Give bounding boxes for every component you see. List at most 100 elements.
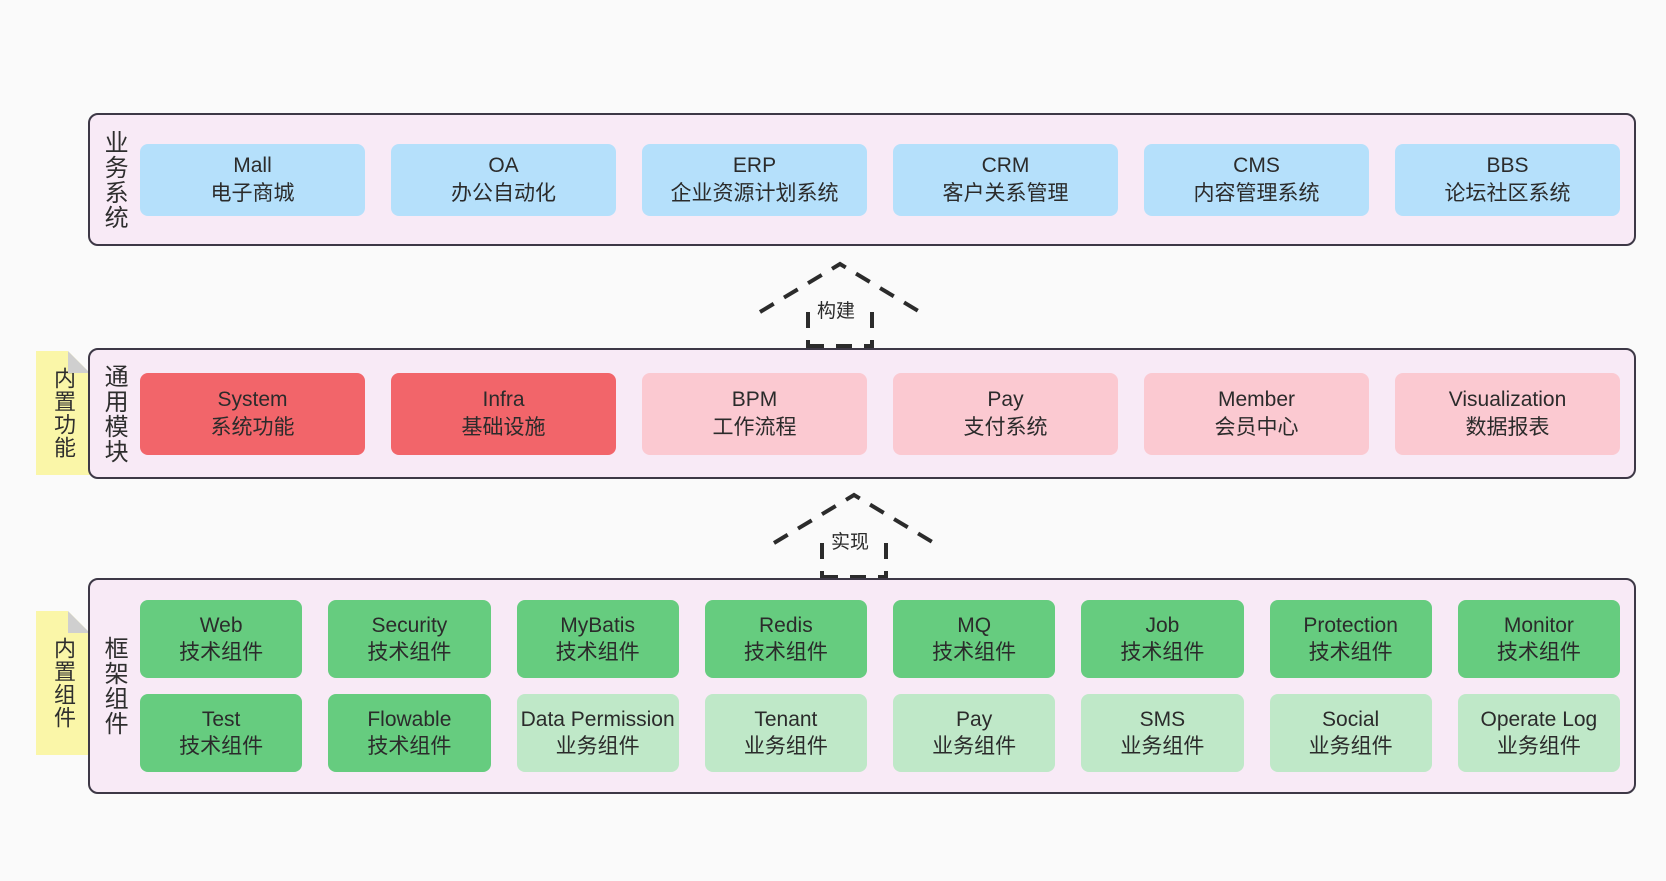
business-card-mall[interactable]: Mall 电子商城 [140,143,365,216]
component-card-flowable[interactable]: Flowable 技术组件 [328,694,491,772]
component-card-social[interactable]: Social 业务组件 [1269,694,1432,772]
card-subtitle: 业务组件 [1496,735,1581,758]
card-subtitle: 业务组件 [932,735,1017,758]
component-card-job[interactable]: Job 技术组件 [1081,600,1244,678]
component-card-pay[interactable]: Pay 业务组件 [893,694,1056,772]
card-title: Mall [233,154,272,178]
card-subtitle: 业务组件 [1120,735,1205,758]
layer-business-system: 业务系统 Mall 电子商城 OA 办公自动化 ERP 企业资源计划系统 CRM… [88,113,1636,246]
common-card-row: System 系统功能 Infra 基础设施 BPM 工作流程 Pay 支付系统… [140,372,1620,455]
card-subtitle: 企业资源计划系统 [670,181,839,205]
component-card-sms[interactable]: SMS 业务组件 [1081,694,1244,772]
connector-build: 构建 [752,256,932,348]
card-title: BPM [731,388,778,412]
card-subtitle: 业务组件 [555,735,640,758]
sticky-note-label: 内置功能 [50,367,76,459]
card-title: Test [201,707,241,731]
card-title: CRM [981,154,1030,178]
card-title: Visualization [1448,388,1567,412]
component-card-operate-log[interactable]: Operate Log 业务组件 [1457,694,1620,772]
card-subtitle: 技术组件 [179,641,264,664]
card-subtitle: 技术组件 [1120,641,1205,664]
business-card-bbs[interactable]: BBS 论坛社区系统 [1395,143,1620,216]
component-card-web[interactable]: Web 技术组件 [140,600,303,678]
card-subtitle: 客户关系管理 [942,181,1069,205]
card-title: Job [1145,613,1180,637]
layer-framework-component: 框架组件 Web 技术组件 Security 技术组件 MyBatis 技术组件… [88,578,1636,794]
module-card-member[interactable]: Member 会员中心 [1144,372,1369,455]
business-card-oa[interactable]: OA 办公自动化 [391,143,616,216]
framework-card-row-tech: Web 技术组件 Security 技术组件 MyBatis 技术组件 Redi… [140,600,1620,678]
module-card-system[interactable]: System 系统功能 [140,372,365,455]
card-subtitle: 技术组件 [367,641,452,664]
sticky-note-builtin-function: 内置功能 [36,351,90,475]
card-subtitle: 支付系统 [963,415,1048,439]
card-subtitle: 数据报表 [1465,415,1550,439]
card-title: BBS [1486,154,1529,178]
layer-title-framework-component: 框架组件 [100,636,128,736]
card-title: System [217,388,288,412]
card-subtitle: 工作流程 [712,415,797,439]
card-subtitle: 内容管理系统 [1193,181,1320,205]
card-subtitle: 技术组件 [367,735,452,758]
card-subtitle: 基础设施 [461,415,546,439]
card-title: Monitor [1503,613,1574,637]
card-title: Operate Log [1480,707,1598,731]
card-subtitle: 业务组件 [743,735,828,758]
component-card-data-permission[interactable]: Data Permission 业务组件 [516,694,679,772]
card-title: Data Permission [520,707,675,731]
sticky-note-builtin-component: 内置组件 [36,611,90,755]
card-title: Redis [759,613,813,637]
business-card-crm[interactable]: CRM 客户关系管理 [893,143,1118,216]
layer-body-common-module: System 系统功能 Infra 基础设施 BPM 工作流程 Pay 支付系统… [136,350,1634,477]
card-title: Tenant [754,707,818,731]
card-title: Flowable [367,707,452,731]
card-title: CMS [1233,154,1280,178]
dashed-generalization-arrow-icon [772,492,936,579]
component-card-test[interactable]: Test 技术组件 [140,694,303,772]
card-title: ERP [732,154,777,178]
folded-corner-icon [68,611,90,633]
card-title: SMS [1139,707,1186,731]
connector-build-label: 构建 [814,296,859,323]
card-title: Social [1322,707,1380,731]
connector-implement: 实现 [766,487,946,579]
component-card-security[interactable]: Security 技术组件 [328,600,491,678]
card-subtitle: 技术组件 [555,641,640,664]
layer-title-business-system: 业务系统 [100,129,128,230]
card-subtitle: 技术组件 [179,735,264,758]
component-card-tenant[interactable]: Tenant 业务组件 [704,694,867,772]
card-title: MQ [957,613,992,637]
card-subtitle: 电子商城 [210,181,295,205]
layer-title-common-module: 通用模块 [100,363,128,464]
card-title: OA [488,154,519,178]
module-card-pay[interactable]: Pay 支付系统 [893,372,1118,455]
card-subtitle: 会员中心 [1214,415,1299,439]
component-card-redis[interactable]: Redis 技术组件 [704,600,867,678]
component-card-protection[interactable]: Protection 技术组件 [1269,600,1432,678]
component-card-monitor[interactable]: Monitor 技术组件 [1457,600,1620,678]
layer-common-module: 通用模块 System 系统功能 Infra 基础设施 BPM 工作流程 Pay… [88,348,1636,479]
module-card-bpm[interactable]: BPM 工作流程 [642,372,867,455]
layer-body-business-system: Mall 电子商城 OA 办公自动化 ERP 企业资源计划系统 CRM 客户关系… [136,115,1634,244]
card-title: Member [1217,388,1296,412]
module-card-visualization[interactable]: Visualization 数据报表 [1395,372,1620,455]
card-subtitle: 系统功能 [210,415,295,439]
card-subtitle: 技术组件 [1496,641,1581,664]
business-card-cms[interactable]: CMS 内容管理系统 [1144,143,1369,216]
layer-body-framework-component: Web 技术组件 Security 技术组件 MyBatis 技术组件 Redi… [136,580,1634,792]
card-subtitle: 办公自动化 [451,181,556,205]
framework-card-row-business: Test 技术组件 Flowable 技术组件 Data Permission … [140,694,1620,772]
module-card-infra[interactable]: Infra 基础设施 [391,372,616,455]
card-title: Security [371,613,448,637]
component-card-mq[interactable]: MQ 技术组件 [893,600,1056,678]
dashed-generalization-arrow-icon [758,261,922,348]
card-subtitle: 论坛社区系统 [1444,181,1571,205]
card-title: Protection [1303,613,1398,637]
component-card-mybatis[interactable]: MyBatis 技术组件 [516,600,679,678]
business-card-erp[interactable]: ERP 企业资源计划系统 [642,143,867,216]
sticky-note-label: 内置组件 [50,637,76,729]
card-subtitle: 业务组件 [1308,735,1393,758]
card-subtitle: 技术组件 [743,641,828,664]
